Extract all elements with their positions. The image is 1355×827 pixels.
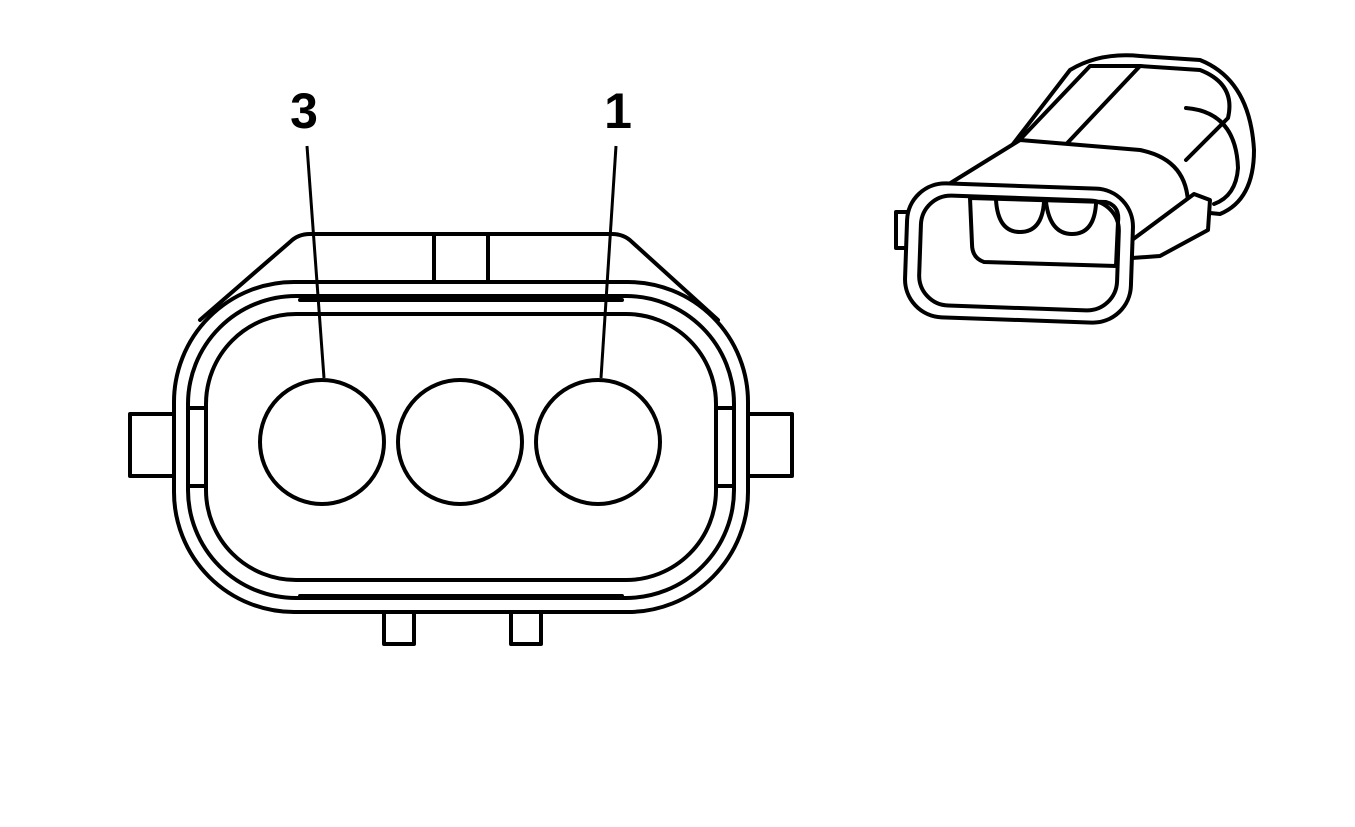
iso-cavity-arc-2 <box>1044 200 1098 236</box>
pin-1-label: 1 <box>604 83 632 139</box>
left-ear <box>128 412 180 478</box>
leader-pin-1 <box>599 145 618 379</box>
cavity-2 <box>396 378 524 506</box>
iso-rear-curve <box>1184 106 1240 206</box>
pin-3-label: 3 <box>290 83 318 139</box>
top-latch-tab <box>432 232 490 286</box>
cavity-3 <box>258 378 386 506</box>
right-ear <box>742 412 794 478</box>
connector-outer-shell <box>172 280 750 614</box>
iso-latch-top <box>1138 64 1232 162</box>
iso-cavity-panel <box>968 196 1121 268</box>
iso-cavity-arc-1 <box>994 198 1046 234</box>
iso-front-face <box>903 181 1135 325</box>
connector-face-view: 3 1 <box>128 83 794 646</box>
connector-isometric-view <box>894 53 1256 325</box>
leader-pin-3 <box>305 145 326 379</box>
cavity-1 <box>534 378 662 506</box>
